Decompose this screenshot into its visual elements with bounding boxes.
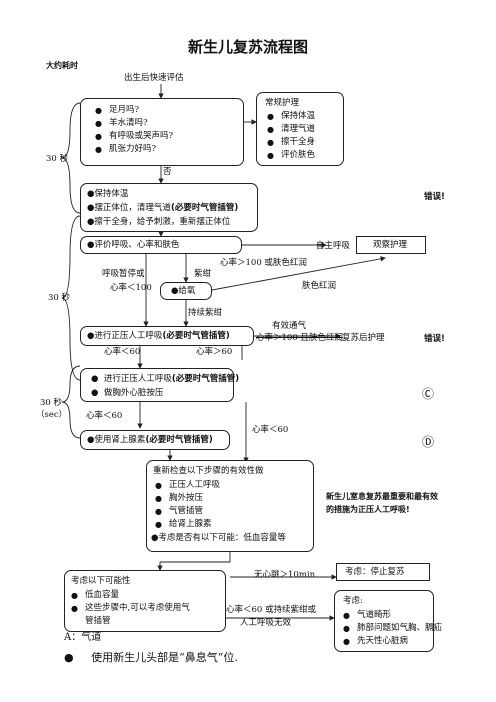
cyanosis-label: 紫绀	[194, 269, 212, 279]
hr-strike-label: 心率＞100 且肤色红润	[256, 333, 343, 343]
persistent-hr-label-2: 人工呼吸无效	[240, 618, 292, 628]
stop-resus-box: 考虑：停止复苏	[336, 563, 430, 581]
time-label-30s-3: 30 秒	[40, 398, 63, 408]
routine-item: 保持体温	[267, 110, 315, 123]
routine-item: 评价肤色	[267, 149, 315, 162]
label-no: 否	[163, 167, 172, 177]
start-label: 出生后快速评估	[124, 73, 184, 83]
assess-box: 足月吗? 羊水清吗? 有呼吸或哭声吗? 肌张力好吗?	[80, 98, 244, 166]
assess-item: 有呼吸或哭声吗?	[95, 130, 173, 143]
error-label-2: 错误!	[424, 334, 445, 344]
effective-ventilation-label: 有效通气	[272, 321, 307, 331]
oxygen-box: ●给氧	[160, 282, 212, 300]
bottom-bullet: ● 使用新生儿头部是“鼻息气”位.	[64, 651, 238, 664]
key-note-line2: 的措施为正压人工呼吸!	[326, 505, 410, 514]
assess-item: 羊水清吗?	[95, 117, 173, 130]
circle-c-label: Ⓒ	[422, 387, 435, 401]
recheck-item: 给肾上腺素	[155, 518, 220, 531]
routine-care-box: 常规护理 保持体温 清理气道 擦干全身 评价肤色	[256, 92, 344, 166]
recheck-last: ●考虑是否有以下可能：低血容量等	[151, 533, 286, 543]
consider2-item: 先天性心脏病	[343, 635, 442, 648]
consider2-title: 考虑:	[343, 596, 363, 606]
page-title: 新生儿复苏流程图	[187, 38, 308, 56]
oxygen-text: ●给氧	[171, 286, 196, 296]
time-label-sec: （sec）	[36, 410, 68, 420]
circle-d-label: Ⓓ	[422, 435, 435, 449]
consider-item-cont: 管插管	[85, 616, 111, 626]
time-label-30s-2: 30 秒	[48, 293, 71, 303]
error-label-1: 错误!	[424, 192, 445, 202]
ppv-cpr-box: ● 进行正压人工呼吸(必要时气管插管) ● 做胸外心脏按压	[80, 368, 239, 402]
hr-lt60-label-3: 心率＜60	[252, 425, 289, 435]
routine-care-title: 常规护理	[265, 98, 300, 108]
evaluate-box: ●评价呼吸、心率和肤色	[80, 236, 242, 254]
stop-resus-text: 考虑：停止复苏	[345, 567, 405, 577]
observe-box: 观察护理	[356, 236, 426, 254]
step-warmth: ●保持体温	[87, 189, 129, 199]
consider-item: 低血容量	[71, 589, 190, 602]
assess-item: 肌张力好吗?	[95, 143, 173, 156]
apnea-hr-label: 心率＜100	[110, 283, 152, 293]
persistent-hr-label-1: 心率＜60 或持续紫绀或	[226, 605, 317, 615]
pink-label: 肤色红润	[302, 281, 337, 291]
routine-item: 清理气道	[267, 123, 315, 136]
recheck-box: 重新检查以下步骤的有效性做 正压人工呼吸 胸外按压 气管插管 给肾上腺素 ●考虑…	[146, 460, 314, 552]
spontaneous-breathing-label: 自主呼吸	[316, 241, 351, 251]
subtitle-label: 大约耗时	[46, 61, 78, 70]
persistent-cyanosis-label: 持续紫绀	[188, 308, 223, 318]
ppv-box: ●进行正压人工呼吸(必要时气管插管)	[80, 326, 254, 346]
consider2-item: 气道畸形	[343, 609, 442, 622]
step-airway: ●摆正体位，清理气道(必要时气管插管)	[87, 203, 239, 213]
recheck-item: 胸外按压	[155, 492, 220, 505]
epinephrine-text: ●使用肾上腺素(必要时气管插管)	[87, 435, 213, 445]
hr-gt100-label: 心率＞100 或肤色红润	[220, 258, 307, 268]
ppv-text: ●进行正压人工呼吸(必要时气管插管)	[87, 331, 230, 341]
consider-box: 考虑以下可能性 低血容量 这些步骤中,可以考虑使用气 管插管	[64, 570, 226, 632]
step-stimulate: ●擦干全身，给予刺激，重新摆正体位	[87, 217, 231, 227]
assess-item: 足月吗?	[95, 104, 173, 117]
hr-lt60-label-2: 心率＜60	[86, 411, 123, 421]
ppv-cpr-line1: ● 进行正压人工呼吸(必要时气管插管)	[91, 374, 240, 384]
observe-text: 观察护理	[373, 240, 408, 250]
consider2-item: 肺部问题如气胸、膈疝	[343, 622, 442, 635]
consider2-box: 考虑: 气道畸形 肺部问题如气胸、膈疝 先天性心脏病	[334, 590, 442, 652]
recheck-item: 正压人工呼吸	[155, 479, 220, 492]
section-a-label: A：气道	[64, 632, 102, 643]
consider-title: 考虑以下可能性	[71, 576, 131, 586]
hr-lt60-label: 心率＜60	[104, 347, 141, 357]
key-note-line1: 新生儿室息复苏最重要和最有效	[326, 492, 438, 501]
no-heartbeat-label: 无心跳＞10min	[254, 570, 316, 580]
time-label-30s-1: 30 秒	[46, 154, 69, 164]
evaluate-text: ●评价呼吸、心率和肤色	[87, 240, 180, 250]
post-care-label: 复苏后护理	[342, 333, 385, 343]
recheck-title: 重新检查以下步骤的有效性做	[153, 466, 264, 476]
ppv-cpr-line2: ● 做胸外心脏按压	[91, 388, 164, 398]
apnea-label: 呼吸暂停或	[102, 269, 145, 279]
routine-item: 擦干全身	[267, 136, 315, 149]
consider-item: 这些步骤中,可以考虑使用气	[71, 602, 190, 615]
initial-steps-box: ●保持体温 ●摆正体位，清理气道(必要时气管插管) ●擦干全身，给予刺激，重新摆…	[80, 183, 258, 232]
hr-gt60-label: 心率＞60	[196, 347, 233, 357]
epinephrine-box: ●使用肾上腺素(必要时气管插管)	[80, 430, 230, 450]
recheck-item: 气管插管	[155, 505, 220, 518]
